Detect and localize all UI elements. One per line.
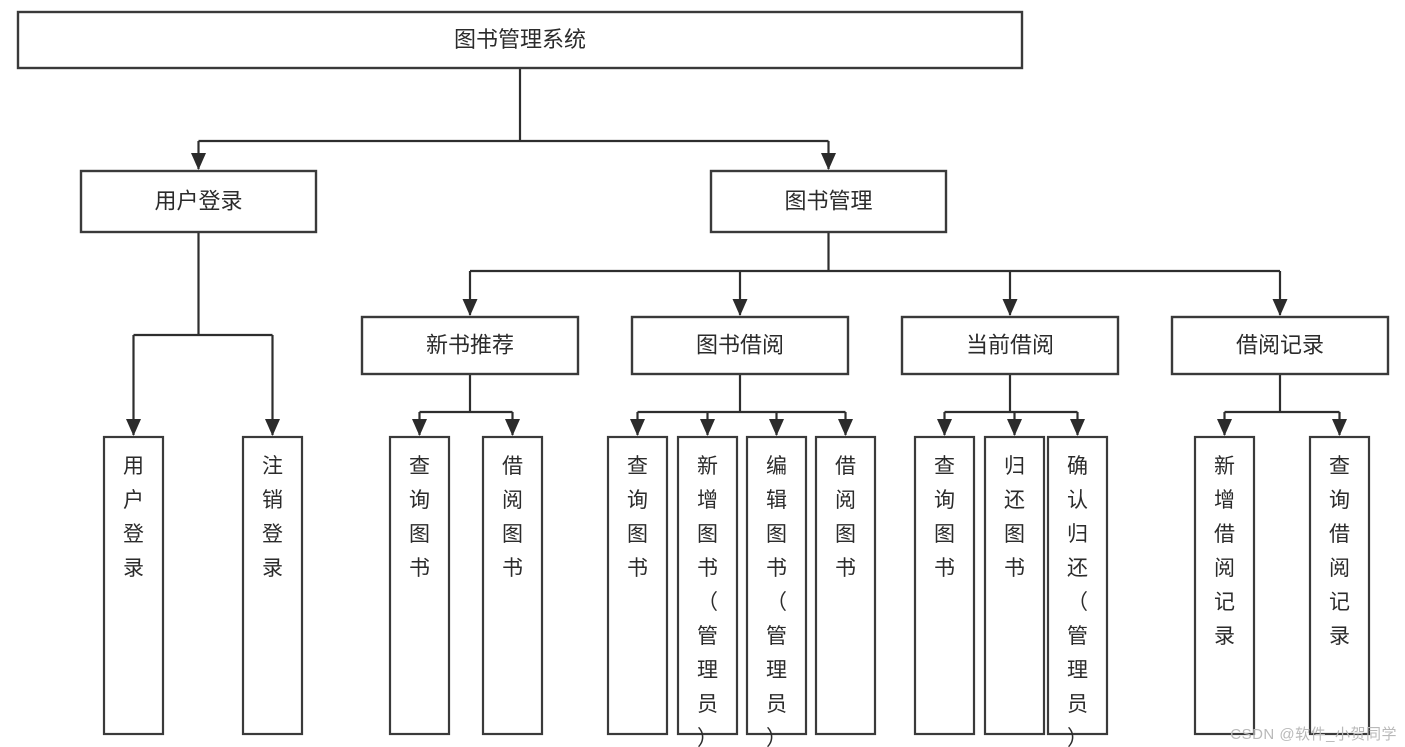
node-box[interactable] <box>241 435 304 736</box>
node-box[interactable] <box>709 169 948 234</box>
node-l1-book-manage[interactable]: 图书管理 <box>709 169 948 234</box>
node-l3-leaf-borrow-book-bb[interactable]: 借阅图书 <box>814 435 877 736</box>
node-box[interactable] <box>983 435 1046 736</box>
node-l3-leaf-add-record[interactable]: 新增借阅记录 <box>1193 435 1256 736</box>
node-box[interactable] <box>1193 435 1256 736</box>
arrowhead-to-leaf-confirm-return <box>1070 419 1085 436</box>
node-box[interactable] <box>388 435 451 736</box>
node-label: 编辑图书（管理员） <box>766 455 787 747</box>
node-label: 当前借阅 <box>966 332 1054 357</box>
arrowhead-to-leaf-edit-book <box>769 419 784 436</box>
node-label: 查询图书 <box>627 455 648 580</box>
node-box[interactable] <box>676 435 739 736</box>
arrowhead-to-borrow-record <box>1272 299 1288 316</box>
node-l3-leaf-confirm-return[interactable]: 确认归还（管理员） <box>1046 435 1109 747</box>
arrowhead-to-current-borrow <box>1002 299 1018 316</box>
node-box[interactable] <box>16 10 1024 70</box>
node-box[interactable] <box>1170 315 1390 376</box>
node-label: 借阅记录 <box>1236 332 1324 357</box>
node-box[interactable] <box>79 169 318 234</box>
node-box[interactable] <box>814 435 877 736</box>
node-l3-leaf-logout[interactable]: 注销登录 <box>241 435 304 736</box>
node-label: 新书推荐 <box>426 332 514 357</box>
arrowhead-to-leaf-borrow-book-rec <box>505 419 520 436</box>
node-label: 查询借阅记录 <box>1329 455 1350 648</box>
node-l3-leaf-borrow-book-rec[interactable]: 借阅图书 <box>481 435 544 736</box>
node-root-root[interactable]: 图书管理系统 <box>16 10 1024 70</box>
node-layer: 图书管理系统用户登录图书管理新书推荐图书借阅当前借阅借阅记录用户登录注销登录查询… <box>16 10 1390 747</box>
node-box[interactable] <box>900 315 1120 376</box>
arrowhead-to-leaf-return-book <box>1007 419 1022 436</box>
node-box[interactable] <box>360 315 580 376</box>
arrowhead-to-new-book-rec <box>462 299 478 316</box>
node-l3-leaf-user-login[interactable]: 用户登录 <box>102 435 165 736</box>
node-l3-leaf-query-book-bb[interactable]: 查询图书 <box>606 435 669 736</box>
node-label: 归还图书 <box>1004 455 1025 580</box>
node-l2-current-borrow[interactable]: 当前借阅 <box>900 315 1120 376</box>
connector-layer <box>126 68 1347 436</box>
node-l2-new-book-rec[interactable]: 新书推荐 <box>360 315 580 376</box>
node-box[interactable] <box>745 435 808 736</box>
node-l1-user-login[interactable]: 用户登录 <box>79 169 318 234</box>
node-label: 图书管理系统 <box>454 27 586 52</box>
node-box[interactable] <box>630 315 850 376</box>
node-label: 借阅图书 <box>502 455 523 580</box>
node-l3-leaf-return-book[interactable]: 归还图书 <box>983 435 1046 736</box>
node-label: 注销登录 <box>262 455 283 580</box>
node-label: 确认归还（管理员） <box>1067 455 1088 747</box>
node-label: 用户登录 <box>123 455 144 580</box>
node-label: 借阅图书 <box>835 455 856 580</box>
node-l3-leaf-add-book[interactable]: 新增图书（管理员） <box>676 435 739 747</box>
node-l2-book-borrow[interactable]: 图书借阅 <box>630 315 850 376</box>
arrowhead-to-leaf-add-record <box>1217 419 1232 436</box>
node-l3-leaf-query-book-cb[interactable]: 查询图书 <box>913 435 976 736</box>
arrowhead-to-user-login <box>191 153 206 170</box>
node-box[interactable] <box>1046 435 1109 736</box>
arrowhead-to-leaf-borrow-book-bb <box>838 419 853 436</box>
arrowhead-to-leaf-query-record <box>1332 419 1347 436</box>
arrowhead-to-leaf-query-book-bb <box>630 419 645 436</box>
arrowhead-to-leaf-add-book <box>700 419 715 436</box>
node-label: 新增图书（管理员） <box>697 455 718 747</box>
node-label: 查询图书 <box>409 455 430 580</box>
node-box[interactable] <box>481 435 544 736</box>
node-l2-borrow-record[interactable]: 借阅记录 <box>1170 315 1390 376</box>
arrowhead-to-book-borrow <box>732 299 748 316</box>
node-box[interactable] <box>913 435 976 736</box>
node-l3-leaf-query-book-rec[interactable]: 查询图书 <box>388 435 451 736</box>
arrowhead-to-leaf-query-book-rec <box>412 419 427 436</box>
node-label: 图书借阅 <box>696 332 784 357</box>
arrowhead-to-leaf-query-book-cb <box>937 419 952 436</box>
arrowhead-to-leaf-user-login <box>126 419 141 436</box>
node-box[interactable] <box>606 435 669 736</box>
node-box[interactable] <box>102 435 165 736</box>
node-label: 查询图书 <box>934 455 955 580</box>
node-box[interactable] <box>1308 435 1371 736</box>
arrowhead-to-book-manage <box>821 153 836 170</box>
node-label: 图书管理 <box>784 188 872 213</box>
node-label: 用户登录 <box>154 188 242 213</box>
arrowhead-to-leaf-logout <box>265 419 280 436</box>
node-l3-leaf-query-record[interactable]: 查询借阅记录 <box>1308 435 1371 736</box>
node-label: 新增借阅记录 <box>1214 455 1235 648</box>
node-l3-leaf-edit-book[interactable]: 编辑图书（管理员） <box>745 435 808 747</box>
